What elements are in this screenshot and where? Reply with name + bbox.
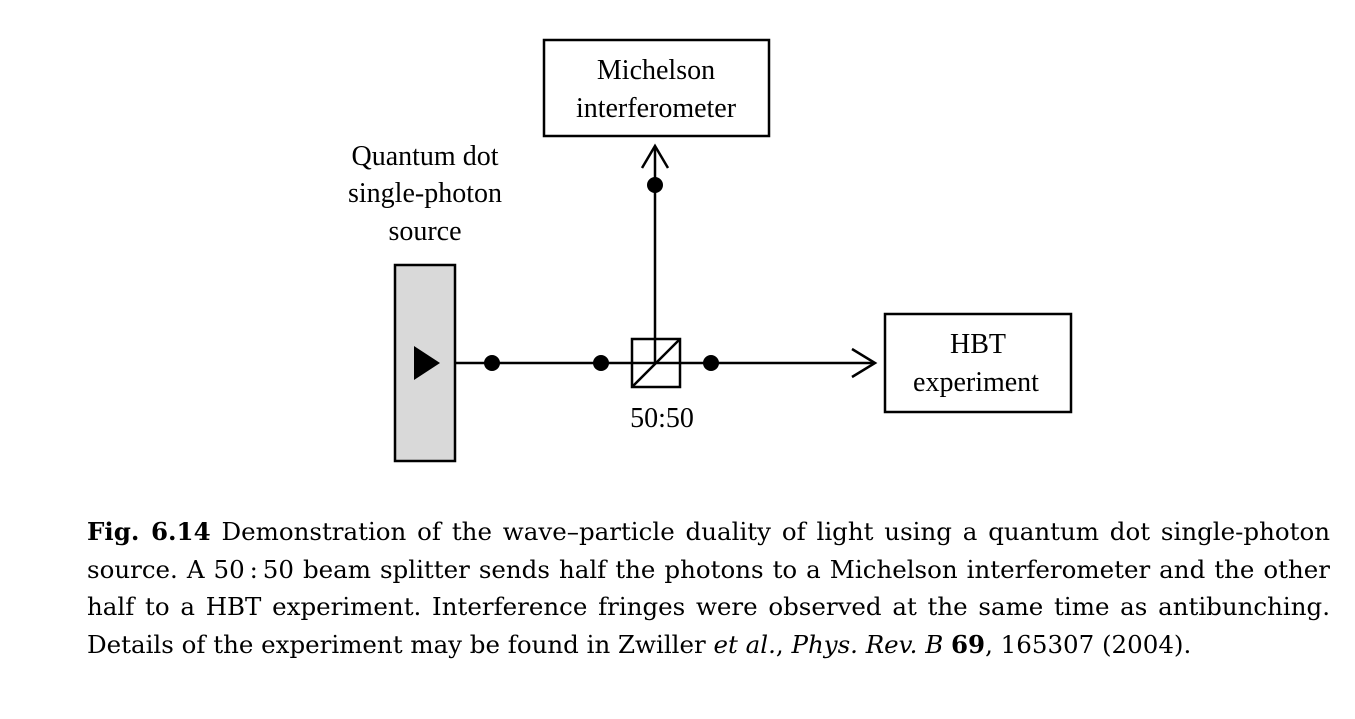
photon-dot bbox=[647, 177, 663, 193]
source-label-line-1: Quantum dot bbox=[352, 141, 499, 172]
source-label-line-2: single-photon bbox=[348, 178, 502, 209]
source-emitter-triangle bbox=[414, 346, 440, 380]
caption-text bbox=[943, 630, 951, 659]
michelson-arrowhead bbox=[640, 143, 670, 169]
caption-text: , bbox=[775, 629, 792, 659]
caption-journal: Phys. Rev. B bbox=[791, 629, 944, 659]
photon-dot bbox=[703, 355, 719, 371]
figure-caption: Fig. 6.14 Demonstration of the wave–part… bbox=[87, 513, 1330, 663]
beam-splitter-label: 50:50 bbox=[630, 403, 694, 434]
caption-et-al: et al. bbox=[713, 629, 776, 659]
optical-setup-diagram: Quantum dot single-photon source 50:50 M… bbox=[348, 38, 1073, 463]
michelson-label-line-1: Michelson bbox=[597, 55, 715, 86]
hbt-arrowhead bbox=[851, 347, 878, 379]
photon-dot bbox=[484, 355, 500, 371]
figure-number: Fig. 6.14 bbox=[87, 517, 211, 546]
hbt-label-line-2: experiment bbox=[913, 367, 1039, 398]
photon-dot bbox=[593, 355, 609, 371]
hbt-experiment-box bbox=[883, 312, 1073, 414]
caption-text: , 165307 (2004). bbox=[985, 629, 1192, 659]
source-label-line-3: source bbox=[388, 216, 461, 247]
hbt-label-line-1: HBT bbox=[950, 329, 1006, 360]
michelson-label-line-2: interferometer bbox=[576, 93, 737, 124]
caption-volume: 69 bbox=[951, 629, 986, 659]
michelson-interferometer-box bbox=[542, 38, 771, 138]
caption-text: Demonstration of the wave–particle duali… bbox=[87, 517, 1330, 659]
